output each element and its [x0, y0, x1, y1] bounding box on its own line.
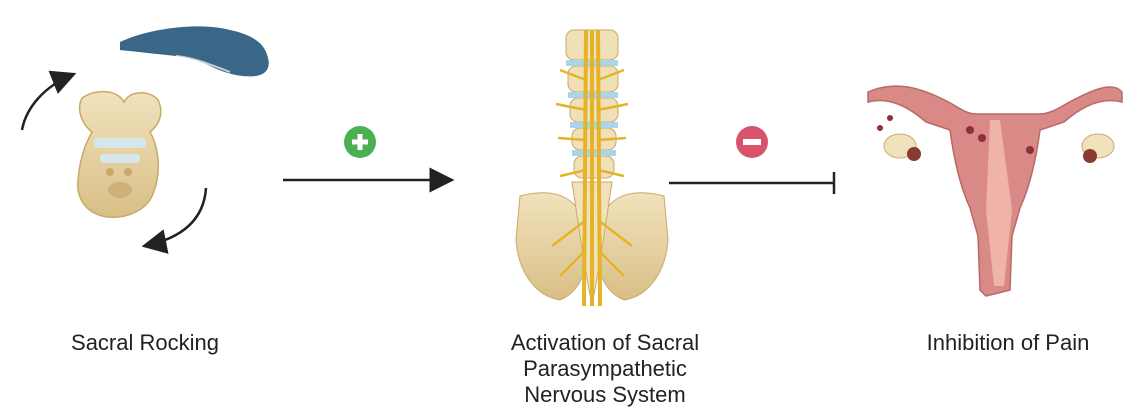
caption-activation: Activation of Sacral Parasympathetic Ner… [470, 330, 740, 408]
hand-icon [120, 26, 269, 76]
caption-inhibition-of-pain: Inhibition of Pain [898, 330, 1118, 356]
spine-pelvis-icon [516, 30, 668, 306]
rotate-arrow-top [22, 74, 74, 130]
plus-circle-icon [344, 126, 376, 158]
caption-sacral-rocking: Sacral Rocking [40, 330, 250, 356]
rotate-arrow-bottom [144, 188, 206, 246]
sacrum-icon [78, 92, 161, 218]
uterus-icon [868, 86, 1122, 296]
minus-circle-icon [736, 126, 768, 158]
